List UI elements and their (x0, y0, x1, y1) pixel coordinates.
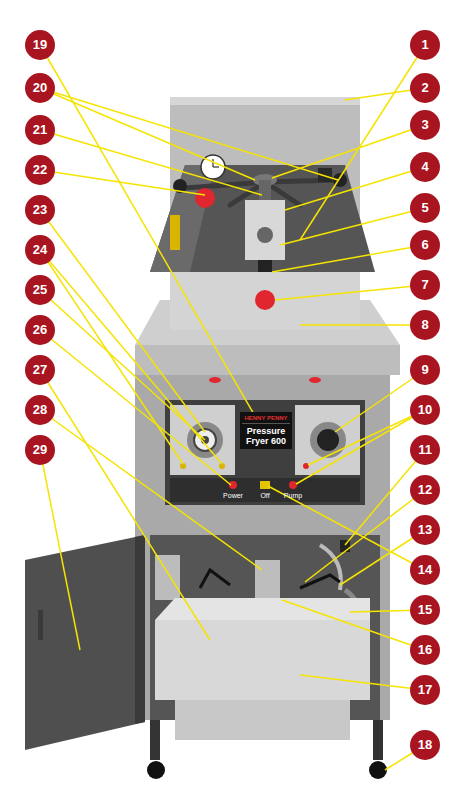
callout-number: 8 (410, 310, 440, 340)
button-label: Pump (284, 492, 302, 500)
callout-number: 29 (25, 435, 55, 465)
brand-logo: HENNY PENNY (242, 415, 290, 424)
callout-number: 10 (410, 395, 440, 425)
model-name: Pressure Fryer 600 (242, 426, 290, 446)
callout-number: 14 (410, 555, 440, 585)
callout-number: 23 (25, 195, 55, 225)
callout-number: 5 (410, 193, 440, 223)
callout-number: 9 (410, 355, 440, 385)
callout-number: 6 (410, 230, 440, 260)
callout-number: 18 (410, 730, 440, 760)
callout-number: 19 (25, 30, 55, 60)
callout-number: 26 (25, 315, 55, 345)
callout-number: 17 (410, 675, 440, 705)
callout-number: 16 (410, 635, 440, 665)
callout-number: 4 (410, 152, 440, 182)
callout-number: 21 (25, 115, 55, 145)
callout-number: 11 (410, 435, 440, 465)
callout-number: 20 (25, 73, 55, 103)
callout-number: 13 (410, 515, 440, 545)
callout-number: 27 (25, 355, 55, 385)
callout-number: 15 (410, 595, 440, 625)
callout-number: 22 (25, 155, 55, 185)
callout-number: 25 (25, 275, 55, 305)
callout-number: 28 (25, 395, 55, 425)
callout-number: 7 (410, 270, 440, 300)
display-screen: HENNY PENNY Pressure Fryer 600 (240, 412, 292, 449)
button-label: Power (223, 492, 243, 500)
callout-number: 12 (410, 475, 440, 505)
callout-number: 3 (410, 110, 440, 140)
callout-number: 1 (410, 30, 440, 60)
button-label: Off (260, 492, 269, 500)
callout-number: 2 (410, 73, 440, 103)
callout-number: 24 (25, 235, 55, 265)
